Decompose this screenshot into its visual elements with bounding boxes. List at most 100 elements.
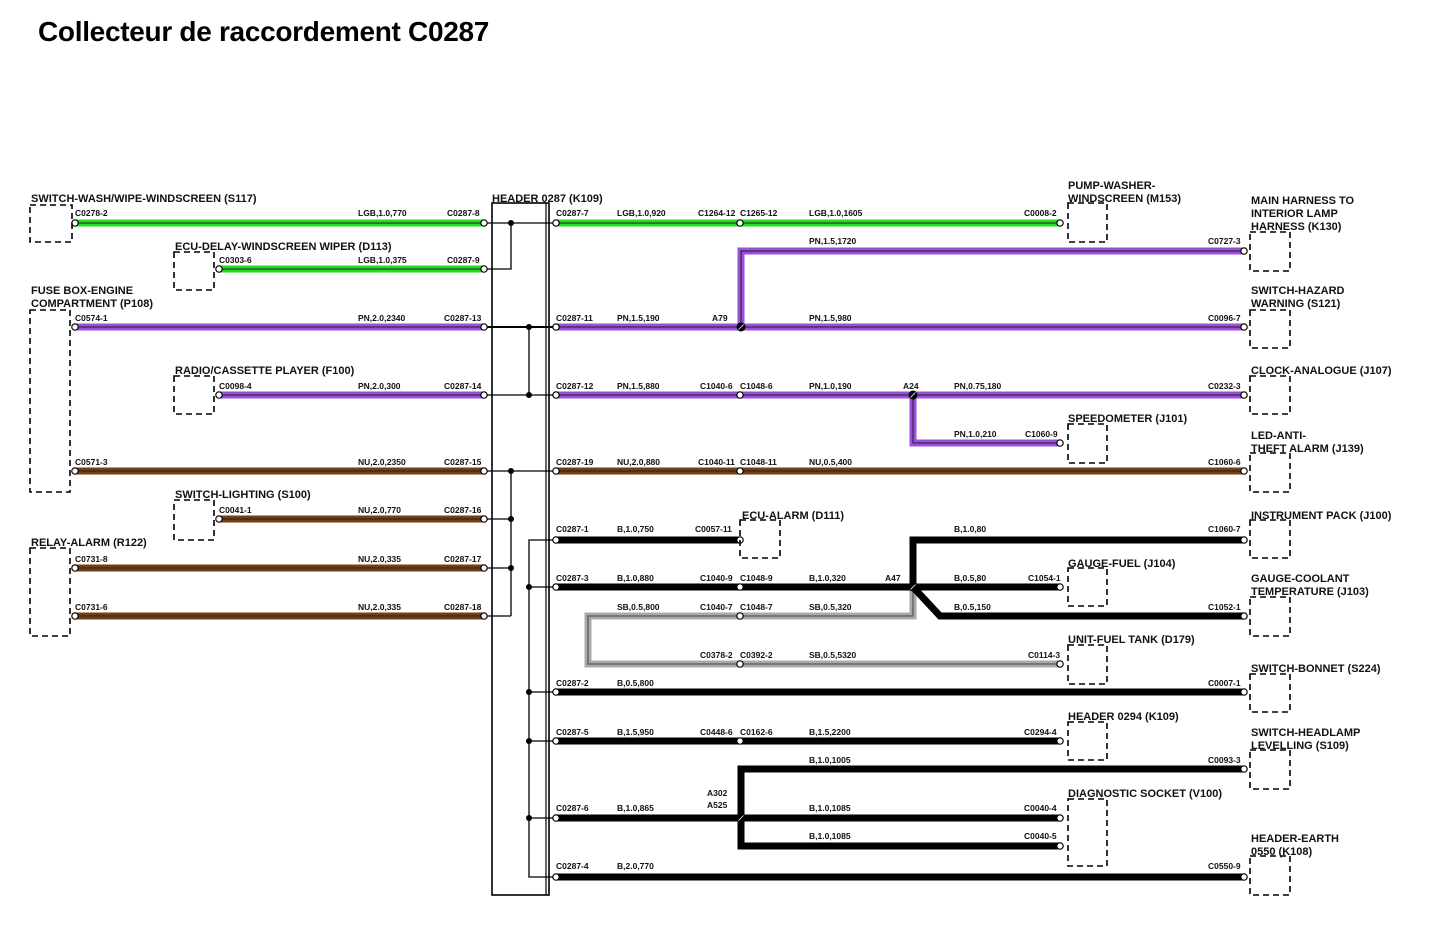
header-0287-box xyxy=(484,202,556,896)
connector-pin xyxy=(1240,467,1248,475)
component-label: RADIO/CASSETTE PLAYER (F100) xyxy=(175,365,355,377)
component-label: HEADER-EARTH xyxy=(1251,833,1339,845)
wire-label: A24 xyxy=(903,381,919,391)
component-d113[interactable]: ECU-DELAY-WINDSCREEN WIPER (D113) xyxy=(173,241,392,291)
component-s100[interactable]: SWITCH-LIGHTING (S100) xyxy=(173,489,311,541)
component-s117[interactable]: SWITCH-WASH/WIPE-WINDSCREEN (S117) xyxy=(29,193,257,243)
component-s224[interactable]: SWITCH-BONNET (S224) xyxy=(1249,663,1381,713)
connector-pin xyxy=(1240,391,1248,399)
component-k109[interactable]: HEADER 0287 (K109) xyxy=(492,193,603,205)
wire-label: C1264-12 xyxy=(698,208,736,218)
connector-pin xyxy=(480,612,488,620)
connector-pin xyxy=(552,737,560,745)
component-j100[interactable]: INSTRUMENT PACK (J100) xyxy=(1249,510,1392,559)
wire-label: B,1.0,1005 xyxy=(809,755,851,765)
connector-pin xyxy=(552,688,560,696)
wire-label-group: B,1.0,80 C1060-7 xyxy=(954,524,1241,534)
component-d111[interactable]: ECU-ALARM (D111) xyxy=(739,510,844,559)
header-internal-links xyxy=(484,222,556,878)
wire-purple[interactable] xyxy=(909,395,1060,447)
connector-pin xyxy=(552,467,560,475)
wire-label: C0731-8 xyxy=(75,554,108,564)
wire-label: C0278-2 xyxy=(75,208,108,218)
wire-label: NU,2.0,335 xyxy=(358,602,401,612)
wire-label: NU,2.0,2350 xyxy=(358,457,406,467)
wire-label: B,1.5,2200 xyxy=(809,727,851,737)
connector-pin xyxy=(552,583,560,591)
component-m153[interactable]: PUMP-WASHER-WINDSCREEN (M153) xyxy=(1067,180,1181,243)
connector-pin xyxy=(480,265,488,273)
wire-label: B,2.0,770 xyxy=(617,861,654,871)
component-k109b[interactable]: HEADER 0294 (K109) xyxy=(1067,711,1179,761)
connector-box xyxy=(739,519,781,559)
splice-mark xyxy=(910,392,916,398)
wire-label: C0287-5 xyxy=(556,727,589,737)
wire-black[interactable] xyxy=(910,584,1244,620)
connector-box xyxy=(1249,855,1291,896)
wire-label: C0287-6 xyxy=(556,803,589,813)
wire-grey[interactable] xyxy=(584,587,1060,668)
component-label: COMPARTMENT (P108) xyxy=(31,298,153,310)
wire-black[interactable] xyxy=(909,536,1244,587)
wire-label: C0287-18 xyxy=(444,602,482,612)
component-j107[interactable]: CLOCK-ANALOGUE (J107) xyxy=(1249,365,1392,415)
wire-label: LGB,1.0,920 xyxy=(617,208,666,218)
wire-label: C1040-11 xyxy=(698,457,735,467)
wire-label: A525 xyxy=(707,800,728,810)
wire-label: C0294-4 xyxy=(1024,727,1057,737)
wire-black[interactable] xyxy=(737,765,1244,818)
component-label: HEADER 0294 (K109) xyxy=(1068,711,1179,723)
wire-label: C0287-14 xyxy=(444,381,482,391)
connector-box xyxy=(1067,721,1108,761)
connector-pin xyxy=(480,219,488,227)
component-label: RELAY-ALARM (R122) xyxy=(31,537,147,549)
connector-pin xyxy=(1240,536,1248,544)
component-label: WINDSCREEN (M153) xyxy=(1068,193,1181,205)
components: SWITCH-WASH/WIPE-WINDSCREEN (S117)ECU-DE… xyxy=(29,180,1392,896)
connector-pin xyxy=(736,219,744,227)
component-j101[interactable]: SPEEDOMETER (J101) xyxy=(1067,413,1188,464)
component-v100[interactable]: DIAGNOSTIC SOCKET (V100) xyxy=(1067,788,1222,867)
component-r122[interactable]: RELAY-ALARM (R122) xyxy=(29,537,147,637)
component-label: THEFT ALARM (J139) xyxy=(1251,443,1364,455)
component-j104[interactable]: GAUGE-FUEL (J104) xyxy=(1067,558,1176,607)
connector-pin xyxy=(736,467,744,475)
component-d179[interactable]: UNIT-FUEL TANK (D179) xyxy=(1067,634,1195,685)
wires xyxy=(75,219,1244,881)
wire-label: A79 xyxy=(712,313,728,323)
component-f100[interactable]: RADIO/CASSETTE PLAYER (F100) xyxy=(173,365,355,415)
component-label: INTERIOR LAMP xyxy=(1251,208,1338,220)
connector-pin xyxy=(71,467,79,475)
connector-pin xyxy=(736,737,744,745)
component-label: SWITCH-LIGHTING (S100) xyxy=(175,489,311,501)
wire-black[interactable] xyxy=(737,818,1060,850)
wire-label: C1060-7 xyxy=(1208,524,1241,534)
wire-label: C1265-12 xyxy=(740,208,778,218)
wire-label: NU,0.5,400 xyxy=(809,457,852,467)
wire-label: B,1.0,80 xyxy=(954,524,986,534)
wire-label: B,0.5,800 xyxy=(617,678,654,688)
wire-label: LGB,1.0,770 xyxy=(358,208,407,218)
connector-box xyxy=(1067,798,1108,867)
component-j139[interactable]: LED-ANTI-THEFT ALARM (J139) xyxy=(1249,430,1364,493)
splice-mark xyxy=(738,324,744,330)
connector-box xyxy=(1067,423,1108,464)
connector-pin xyxy=(1240,612,1248,620)
connector-pin xyxy=(552,873,560,881)
wire-label: C0287-2 xyxy=(556,678,589,688)
wire-purple[interactable] xyxy=(737,247,1244,327)
wire-label: C1040-7 xyxy=(700,602,733,612)
wire-label: PN,1.0,210 xyxy=(954,429,997,439)
component-label: HARNESS (K130) xyxy=(1251,221,1342,233)
